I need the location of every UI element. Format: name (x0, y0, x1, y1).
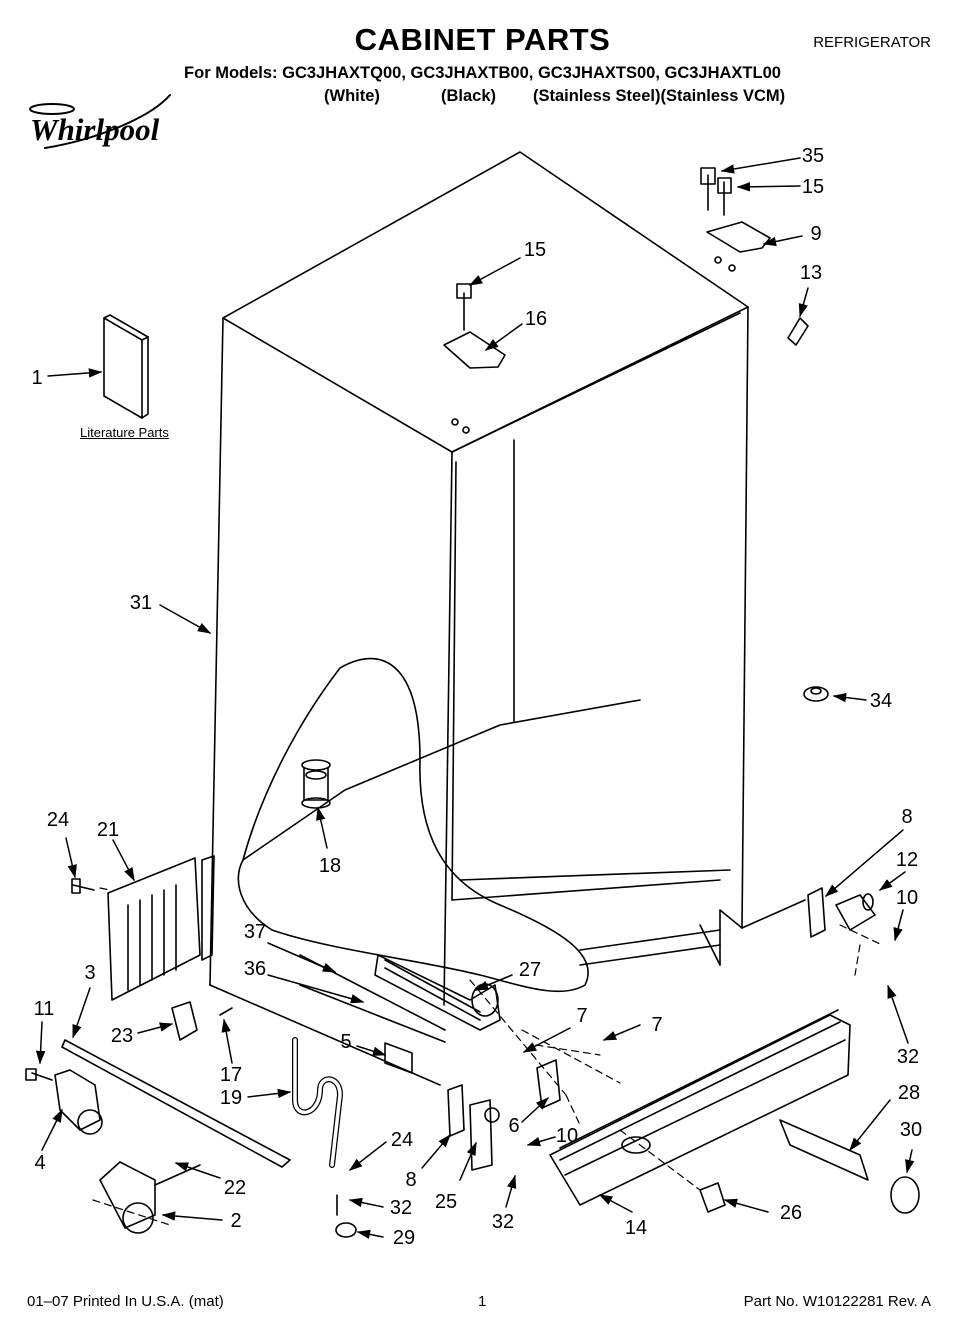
top-hinge-right (700, 167, 771, 272)
callout-10-a: 10 (895, 887, 919, 909)
toe-grille-14 (549, 1009, 851, 1206)
callout-14: 14 (624, 1217, 648, 1239)
callout-31: 31 (129, 592, 153, 614)
print-info: 01–07 Printed In U.S.A. (mat) (27, 1293, 224, 1310)
callout-24-b: 24 (390, 1129, 414, 1151)
variant-stainless: (Stainless Steel)(Stainless VCM) (533, 87, 786, 105)
filter-cap-30 (890, 1176, 920, 1214)
callout-16: 16 (524, 308, 548, 330)
callout-32-b: 32 (389, 1197, 413, 1219)
screw-29 (335, 1194, 357, 1238)
callout-15-a: 15 (801, 176, 825, 198)
page-title: CABINET PARTS (354, 22, 611, 57)
hinge-bracket-25 (469, 1099, 500, 1171)
rear-roller (99, 1161, 201, 1234)
bracket-8-right (807, 887, 826, 938)
callout-36: 36 (243, 958, 267, 980)
heater-loop-27 (374, 954, 501, 1031)
callout-30: 30 (899, 1119, 923, 1141)
callout-13: 13 (799, 262, 823, 284)
callout-21: 21 (96, 819, 120, 841)
front-leveler (25, 1068, 103, 1135)
callout-29: 29 (392, 1227, 416, 1249)
callout-15-b: 15 (523, 239, 547, 261)
top-hinge-center (443, 283, 506, 434)
callout-32-a: 32 (896, 1046, 920, 1068)
models-line: For Models: GC3JHAXTQ00, GC3JHAXTB00, GC… (184, 64, 781, 82)
appliance-category: REFRIGERATOR (813, 34, 931, 51)
insulation-cutaway (237, 657, 589, 993)
page-number: 1 (478, 1293, 487, 1310)
drain-grommet-18 (301, 759, 331, 809)
part-number: Part No. W10122281 Rev. A (743, 1293, 931, 1310)
leader-arrows (35, 157, 915, 1240)
callout-24-a: 24 (46, 809, 70, 831)
bracket-6 (536, 1059, 561, 1109)
junction-box-5 (384, 1042, 413, 1074)
callout-5: 5 (340, 1031, 352, 1053)
callout-19: 19 (219, 1087, 243, 1109)
callout-27: 27 (518, 959, 542, 981)
callout-25: 25 (434, 1191, 458, 1213)
grommet-34 (803, 686, 829, 702)
callout-28: 28 (897, 1082, 921, 1104)
callout-23: 23 (110, 1025, 134, 1047)
callout-18: 18 (318, 855, 342, 877)
callout-2: 2 (230, 1210, 242, 1232)
bracket-23 (171, 1001, 233, 1041)
rear-access-cover (71, 857, 201, 1001)
callout-8-a: 8 (901, 806, 913, 828)
hinge-12 (835, 893, 876, 931)
callout-8-b: 8 (405, 1169, 417, 1191)
bracket-8-left (447, 1084, 465, 1137)
drain-tube-36 (299, 984, 446, 1043)
callout-9: 9 (810, 223, 822, 245)
callout-6: 6 (508, 1115, 520, 1137)
callout-32-c: 32 (491, 1211, 515, 1233)
literature-booklet-icon (103, 314, 149, 419)
callout-17: 17 (219, 1064, 243, 1086)
clip-26 (699, 1182, 726, 1213)
variant-white: (White) (324, 87, 380, 105)
logo-swoosh (29, 94, 171, 149)
callout-1: 1 (31, 367, 43, 389)
literature-parts-label: Literature Parts (80, 425, 169, 440)
leveling-rod (61, 1039, 291, 1168)
callout-7-b: 7 (651, 1014, 663, 1036)
water-filter-28 (779, 1119, 869, 1181)
cabinet-shell (201, 151, 806, 1086)
callout-22: 22 (223, 1177, 247, 1199)
callout-4: 4 (34, 1152, 46, 1174)
hinge-pin-13 (787, 317, 809, 346)
callout-7-a: 7 (576, 1005, 588, 1027)
variant-black: (Black) (441, 87, 497, 105)
callout-10-b: 10 (555, 1125, 579, 1147)
callout-37: 37 (243, 921, 267, 943)
callout-12: 12 (895, 849, 919, 871)
callout-34: 34 (869, 690, 893, 712)
callout-26: 26 (779, 1202, 803, 1224)
callout-35: 35 (801, 145, 825, 167)
callout-3: 3 (84, 962, 96, 984)
alignment-lines (92, 887, 881, 1226)
callout-11: 11 (33, 998, 55, 1020)
